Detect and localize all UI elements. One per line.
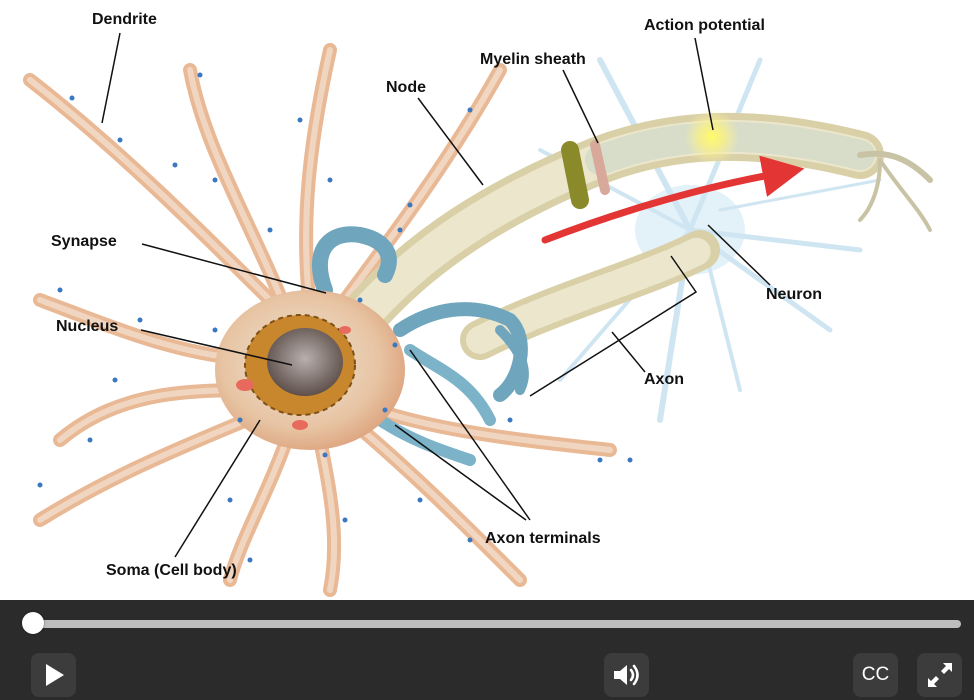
label-soma: Soma (Cell body) xyxy=(106,562,237,580)
progress-thumb[interactable] xyxy=(22,612,44,634)
progress-bar[interactable] xyxy=(33,620,961,628)
fullscreen-button[interactable] xyxy=(917,653,962,697)
leader-synapse xyxy=(142,244,326,293)
neuron-illustration xyxy=(0,0,974,600)
leader-myelin-sheath xyxy=(563,70,598,143)
captions-button[interactable]: CC xyxy=(853,653,898,697)
play-button[interactable] xyxy=(31,653,76,697)
video-player-controls: CC xyxy=(0,600,974,700)
label-nucleus: Nucleus xyxy=(56,318,118,336)
label-node: Node xyxy=(386,79,426,97)
label-dendrite: Dendrite xyxy=(92,11,157,29)
soma xyxy=(215,290,405,450)
leader-dendrite xyxy=(102,33,120,123)
label-axon: Axon xyxy=(644,371,684,389)
label-synapse: Synapse xyxy=(51,233,117,251)
cc-label: CC xyxy=(862,664,889,686)
fullscreen-icon xyxy=(925,660,955,690)
label-neuron: Neuron xyxy=(766,286,822,304)
action-potential-glow xyxy=(684,109,740,165)
label-myelin-sheath: Myelin sheath xyxy=(480,51,586,69)
label-action-potential: Action potential xyxy=(644,17,765,35)
volume-button[interactable] xyxy=(604,653,649,697)
neuron-diagram: Dendrite Action potential Myelin sheath … xyxy=(0,0,974,600)
play-icon xyxy=(41,662,67,688)
volume-icon xyxy=(612,662,642,688)
label-axon-terminals: Axon terminals xyxy=(485,530,601,548)
leader-axon xyxy=(612,332,645,372)
